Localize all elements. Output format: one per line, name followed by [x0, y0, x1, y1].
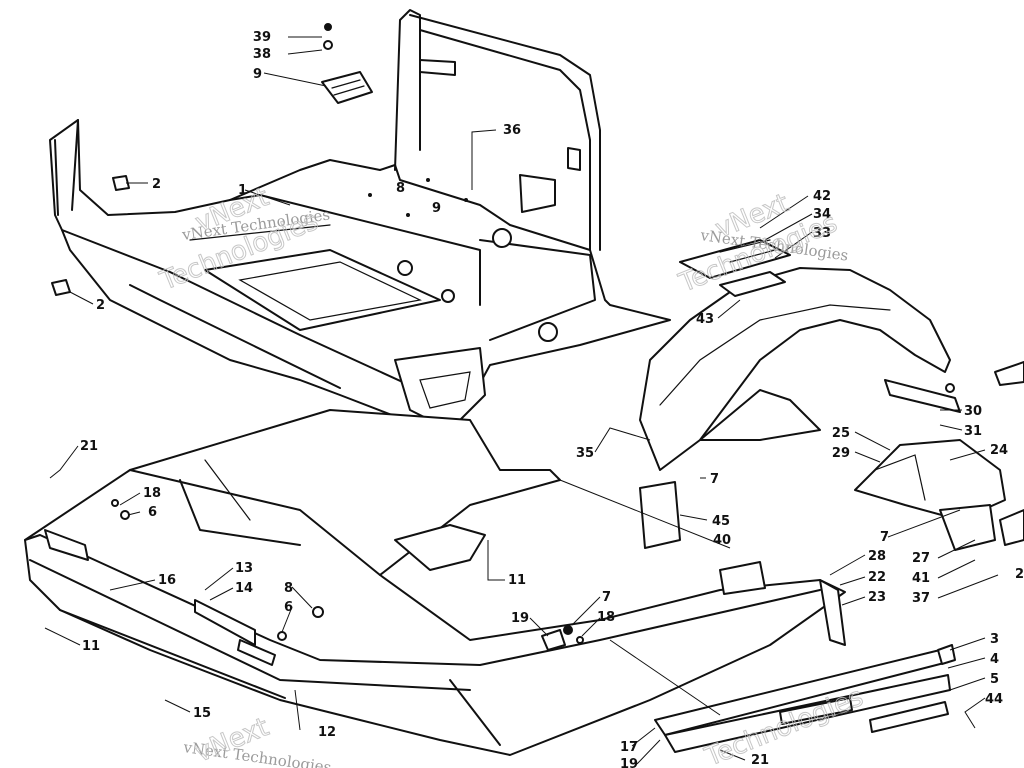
- callout-37: 37: [912, 591, 930, 606]
- callout-23: 23: [868, 590, 886, 605]
- console-drawing: [639, 239, 1024, 595]
- callout-21-bottom: 21: [751, 753, 769, 768]
- callout-39: 39: [253, 30, 271, 45]
- callout-6-left: 6: [148, 505, 157, 520]
- callout-9-hitch: 9: [253, 67, 262, 82]
- callout-40: 40: [713, 533, 731, 548]
- callout-18-left: 18: [143, 486, 161, 501]
- callout-36: 36: [503, 123, 521, 138]
- callout-45: 45: [712, 514, 730, 529]
- callout-13: 13: [235, 561, 253, 576]
- callout-29: 29: [832, 446, 850, 461]
- callout-3: 3: [990, 632, 999, 647]
- callout-24: 24: [990, 443, 1008, 458]
- callout-labels: 39 38 9 36 2 1 2 8 9 42 34 33 43 30 31 2…: [80, 30, 1024, 768]
- callout-19-clip: 19: [511, 611, 529, 626]
- callout-14: 14: [235, 581, 253, 596]
- callout-7-hinge: 7: [880, 530, 889, 545]
- callout-6-pan: 6: [284, 600, 293, 615]
- callout-17: 17: [620, 740, 638, 755]
- callout-12: 12: [318, 725, 336, 740]
- callout-22: 22: [868, 570, 886, 585]
- callout-8-frame: 8: [396, 181, 405, 196]
- callout-28: 28: [868, 549, 886, 564]
- callout-25: 25: [832, 426, 850, 441]
- callout-7-pan: 7: [602, 590, 611, 605]
- callout-11-left: 11: [82, 639, 100, 654]
- callout-43: 43: [696, 312, 714, 327]
- callout-2-edge: 2: [1015, 567, 1024, 582]
- chassis-frame-drawing: [49, 9, 671, 441]
- callout-31: 31: [964, 424, 982, 439]
- callout-5: 5: [990, 672, 999, 687]
- callout-9-frame: 9: [432, 201, 441, 216]
- callout-2-upper: 2: [152, 177, 161, 192]
- callout-38: 38: [253, 47, 271, 62]
- callout-35: 35: [576, 446, 594, 461]
- callout-33: 33: [813, 226, 831, 241]
- callout-42: 42: [813, 189, 831, 204]
- callout-34: 34: [813, 207, 831, 222]
- callout-7-console: 7: [710, 472, 719, 487]
- belly-pan-drawing: [24, 409, 956, 756]
- callout-44: 44: [985, 692, 1003, 707]
- callout-2-lower: 2: [96, 298, 105, 313]
- leader-lines: [44, 36, 999, 765]
- callout-15: 15: [193, 706, 211, 721]
- callout-18-pan: 18: [597, 610, 615, 625]
- callout-11-center: 11: [508, 573, 526, 588]
- callout-16: 16: [158, 573, 176, 588]
- callout-19-bottom: 19: [620, 757, 638, 768]
- callout-8-pan: 8: [284, 581, 293, 596]
- callout-30: 30: [964, 404, 982, 419]
- callout-21-left: 21: [80, 439, 98, 454]
- callout-1: 1: [238, 183, 247, 198]
- callout-27: 27: [912, 551, 930, 566]
- callout-4: 4: [990, 652, 999, 667]
- callout-41: 41: [912, 571, 930, 586]
